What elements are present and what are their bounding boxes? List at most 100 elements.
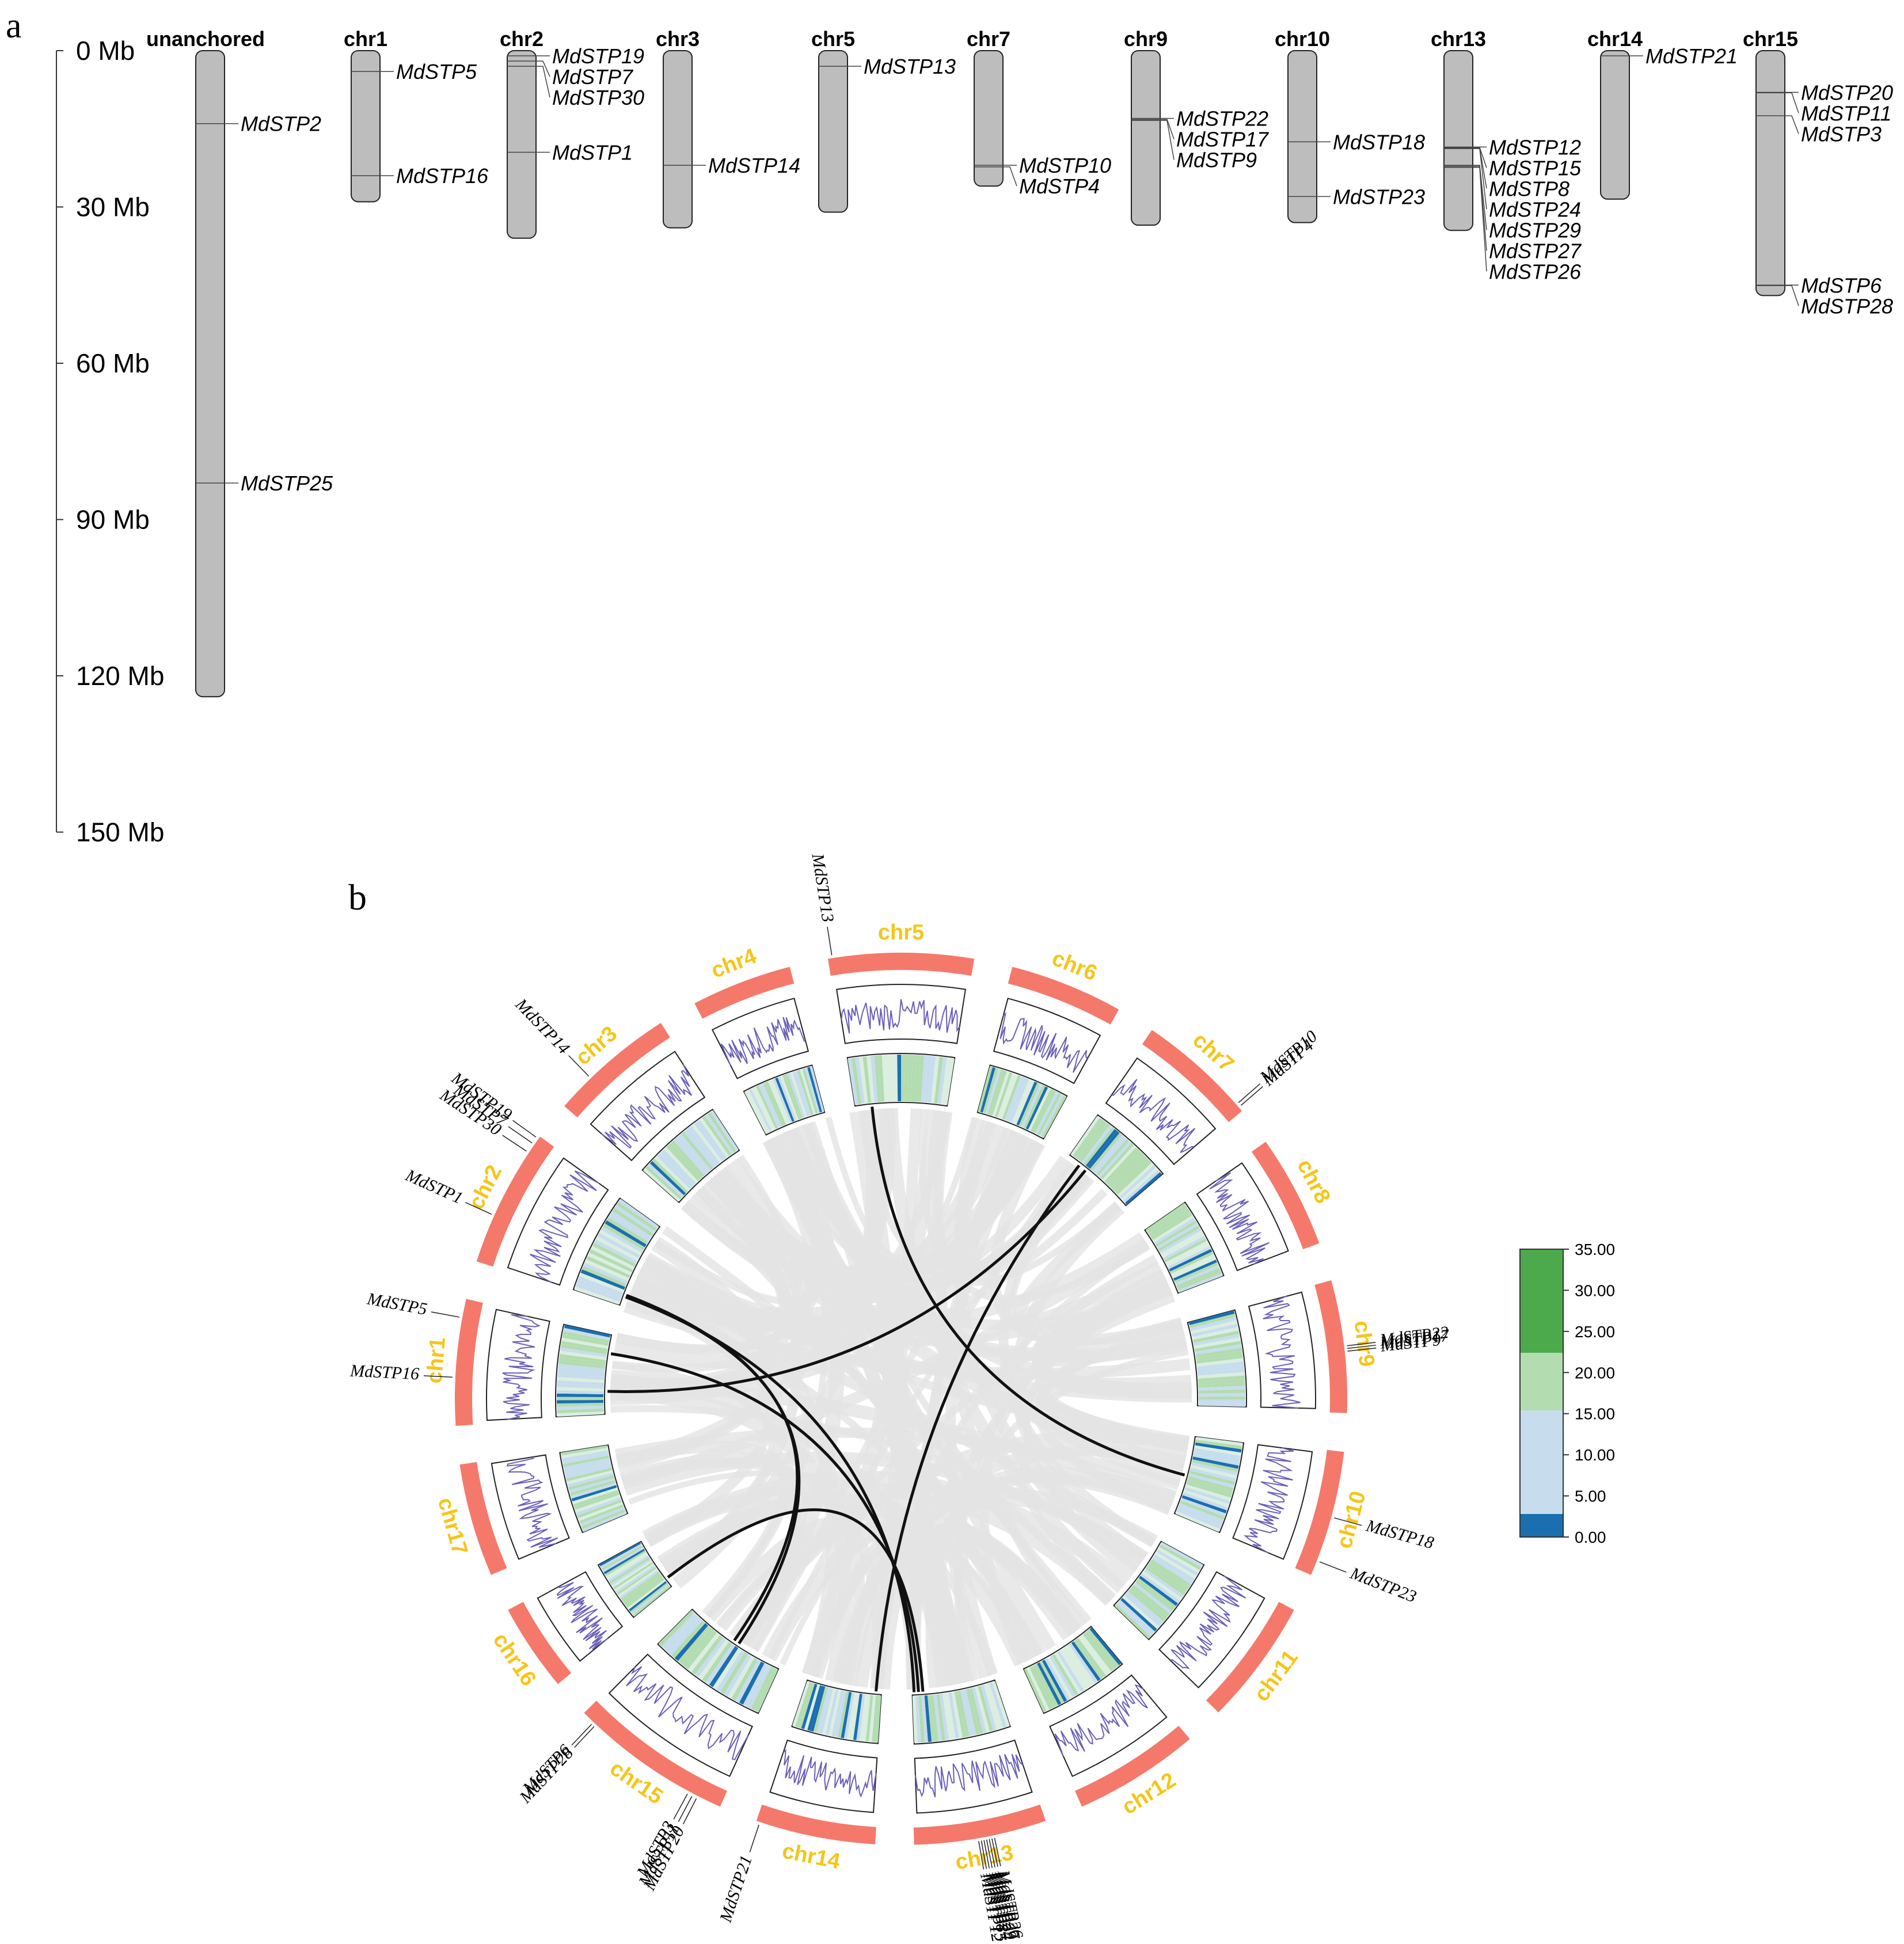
heatmap-cell — [1023, 1085, 1046, 1129]
heatmap-cell — [1192, 1327, 1239, 1340]
heatmap-cell — [579, 1272, 624, 1293]
heatmap-cell — [1137, 1578, 1176, 1609]
chromosome-label: chr4 — [708, 944, 760, 983]
heatmap-cell — [924, 1055, 932, 1103]
heatmap-cell — [605, 1220, 647, 1247]
heatmap-cell — [1070, 1116, 1100, 1156]
chromosome-band — [1008, 967, 1119, 1025]
heatmap-cell — [735, 1660, 761, 1703]
heatmap-cell — [1009, 1078, 1029, 1123]
heatmap-cell — [921, 1055, 928, 1102]
background-link — [946, 1528, 1035, 1679]
heatmap-cell — [1024, 1668, 1047, 1713]
heatmap-cell — [1082, 1633, 1114, 1672]
heatmap-cell — [1175, 1265, 1219, 1286]
heatmap-cell — [573, 1490, 619, 1507]
heatmap-cell — [609, 1557, 650, 1584]
heatmap-cell — [561, 1445, 608, 1456]
heatmap-cell — [567, 1470, 613, 1485]
density-line — [841, 999, 960, 1034]
heatmap-cell — [561, 1447, 608, 1459]
axis-tick-label: 0 Mb — [76, 36, 135, 66]
chromosome-band — [1142, 1030, 1242, 1123]
heatmap-cell — [1025, 1086, 1048, 1130]
heatmap-cell — [1131, 1584, 1170, 1617]
density-track-box — [537, 1571, 624, 1662]
heatmap-cell — [807, 1067, 822, 1113]
heatmap-cell — [1039, 1661, 1065, 1704]
density-track-box — [486, 1308, 550, 1421]
heatmap-cell — [580, 1506, 625, 1527]
heatmap-cell — [1075, 1638, 1106, 1677]
heatmap-cell — [557, 1411, 604, 1417]
heatmap-cell — [1035, 1091, 1059, 1135]
heatmap-cell — [688, 1633, 720, 1672]
legend-swatch — [1520, 1249, 1563, 1353]
heatmap-cell — [881, 1055, 888, 1102]
heatmap-cell — [580, 1269, 625, 1290]
heatmap-cell — [921, 1695, 928, 1743]
heatmap-cell — [574, 1286, 620, 1305]
heatmap-cell — [856, 1694, 865, 1741]
gene-label: MdSTP6 — [1801, 273, 1882, 297]
gene-leader — [749, 1824, 759, 1852]
heatmap-cell — [1121, 1167, 1158, 1201]
gene-label: MdSTP1 — [402, 1166, 466, 1208]
gene-label: MdSTP7 — [552, 65, 634, 89]
heatmap-cell — [601, 1226, 644, 1253]
heatmap-cell — [557, 1380, 604, 1386]
gene-leader — [1240, 1086, 1263, 1106]
heatmap-cell — [1173, 1260, 1217, 1281]
heatmap-cell — [795, 1070, 812, 1116]
density-line — [999, 1011, 1089, 1073]
heatmap-cell — [915, 1696, 921, 1743]
heatmap-cell — [697, 1120, 727, 1159]
heatmap-cell — [1198, 1389, 1245, 1394]
heatmap-cell — [867, 1056, 875, 1103]
gene-label: MdSTP17 — [1176, 128, 1270, 151]
heatmap-cell — [1066, 1644, 1096, 1686]
heatmap-cell — [780, 1075, 799, 1120]
gene-label: MdSTP21 — [1645, 44, 1738, 68]
heatmap-cell — [1196, 1358, 1244, 1367]
heatmap-cell — [1175, 1511, 1220, 1532]
heatmap-cell — [1197, 1368, 1245, 1376]
heatmap-cell — [622, 1573, 662, 1603]
heatmap-cell — [605, 1550, 646, 1576]
heatmap-cell — [614, 1205, 655, 1234]
heatmap-cell — [1090, 1132, 1122, 1171]
chromosome-name: chr10 — [1275, 27, 1330, 51]
heatmap-cell — [557, 1383, 604, 1389]
heatmap-cell — [1142, 1571, 1182, 1601]
heatmap-cell — [1062, 1648, 1090, 1689]
heatmap-cell — [633, 1585, 671, 1617]
heatmap-cell — [939, 1693, 949, 1741]
heatmap-cell — [770, 1079, 791, 1124]
heatmap-cell — [800, 1069, 816, 1114]
heatmap-cell — [560, 1347, 607, 1357]
heatmap-cell — [678, 1625, 711, 1664]
heatmap-cell — [617, 1566, 657, 1595]
heatmap-cell — [798, 1683, 815, 1729]
gene-label: MdSTP10 — [1019, 154, 1111, 177]
heatmap-cell — [618, 1568, 658, 1597]
chromosome-band — [913, 1804, 1046, 1845]
heatmap-cell — [1195, 1442, 1242, 1453]
heatmap-cell — [933, 1694, 942, 1741]
heatmap-cell — [594, 1239, 637, 1264]
background-link — [1018, 1447, 1184, 1601]
heatmap-cell — [918, 1695, 925, 1743]
chromosome-bar — [974, 50, 1004, 187]
heatmap-cell — [1188, 1310, 1235, 1326]
heatmap-cell — [1124, 1172, 1162, 1205]
heatmap-cell — [1198, 1393, 1245, 1397]
heatmap-cell — [914, 1055, 921, 1102]
chromosome-name: chr14 — [1587, 27, 1643, 51]
background-link — [825, 1116, 978, 1261]
legend-swatch — [1520, 1514, 1563, 1537]
heatmap-cell — [985, 1068, 1001, 1114]
heatmap-cell — [1194, 1451, 1240, 1463]
background-link — [665, 1173, 803, 1578]
legend-tick-label: 10.00 — [1575, 1446, 1615, 1464]
chromosome-name: chr15 — [1743, 27, 1798, 51]
